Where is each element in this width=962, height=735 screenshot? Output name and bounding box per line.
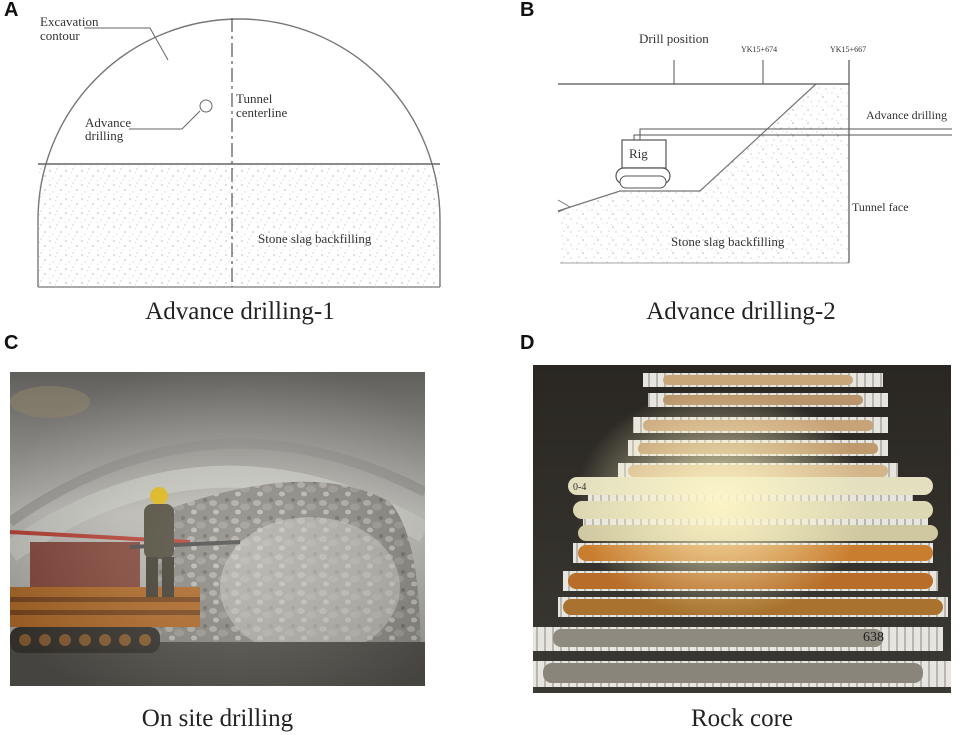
panel-a-letter: A	[4, 0, 19, 21]
label-centerline-1: Tunnel	[236, 91, 273, 106]
panel-d-photo: 0-4 638	[533, 365, 951, 693]
panel-b-letter: B	[520, 0, 535, 21]
caption-c: On site drilling	[141, 705, 294, 732]
backfill-area	[38, 164, 440, 287]
caption-d: Rock core	[690, 705, 794, 732]
panel-a-diagram: Excavation contour Tunnel centerline Adv…	[37, 14, 441, 288]
panel-b-diagram: Drill position YK15+674 YK15+667 Advance…	[557, 31, 952, 264]
tray-label-2: 638	[863, 630, 884, 645]
label-station-2: YK15+667	[830, 45, 866, 54]
label-advance-drilling-b: Advance drilling	[866, 108, 947, 122]
excavation-contour	[37, 18, 441, 287]
advance-drill-hole	[199, 99, 213, 113]
label-rig: Rig	[629, 146, 648, 161]
label-excavation-1: Excavation	[40, 14, 99, 29]
label-backfill-a: Stone slag backfilling	[258, 231, 372, 246]
caption-a: Advance drilling-1	[145, 298, 335, 325]
label-excavation-2: contour	[40, 28, 80, 43]
panel-c-photo	[10, 372, 425, 686]
caption-b: Advance drilling-2	[646, 298, 836, 325]
tray-label-1: 0-4	[573, 482, 586, 493]
label-backfill-b: Stone slag backfilling	[671, 234, 785, 249]
label-advance-1: Advance	[85, 115, 131, 130]
rig-body	[621, 139, 667, 169]
label-advance-2: drilling	[85, 128, 124, 143]
panel-d-letter: D	[520, 332, 535, 354]
label-tunnel-face: Tunnel face	[852, 200, 909, 214]
label-drill-position: Drill position	[639, 31, 709, 46]
label-centerline-2: centerline	[236, 105, 287, 120]
label-station-1: YK15+674	[741, 45, 777, 54]
panel-c-letter: C	[4, 332, 19, 354]
